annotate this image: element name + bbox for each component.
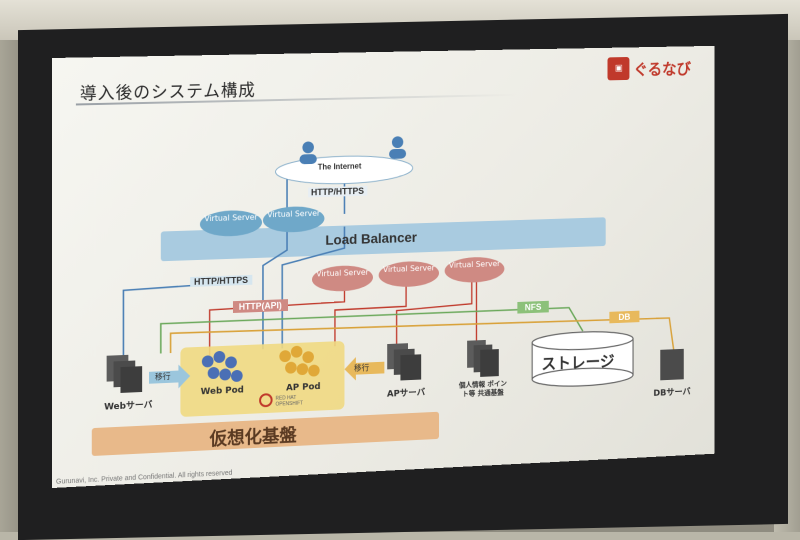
web-server-label: Webサーバ <box>104 397 153 412</box>
migrate-label-left: 移行 <box>155 371 171 383</box>
storage-label: ストレージ <box>541 348 614 374</box>
load-balancer-label: Load Balancer <box>325 229 417 248</box>
user-icon-1 <box>300 141 317 164</box>
internet-label: The Internet <box>318 162 362 172</box>
db-server-label: DBサーバ <box>649 384 694 398</box>
personal-info-stack <box>467 339 499 377</box>
openshift-label: RED HAT OPENSHIFT <box>275 394 323 408</box>
protocol-db: DB <box>609 311 639 324</box>
personal-info-label: 個人情報 ポイント等 共通基盤 <box>458 380 508 400</box>
db-server <box>660 349 683 380</box>
ap-server-label: APサーバ <box>382 385 429 400</box>
migrate-label-right: 移行 <box>354 362 369 373</box>
user-icon-2 <box>389 136 406 159</box>
slide: 導入後のシステム構成 ▣ ぐるなび <box>52 46 714 488</box>
protocol-nfs: NFS <box>517 301 548 314</box>
protocol-top: HTTP/HTTPS <box>308 186 367 197</box>
protocol-api: HTTP(API) <box>233 299 288 313</box>
ap-server-stack <box>387 343 421 381</box>
web-server-stack <box>107 354 143 393</box>
virtualization-label: 仮想化基盤 <box>210 421 297 451</box>
